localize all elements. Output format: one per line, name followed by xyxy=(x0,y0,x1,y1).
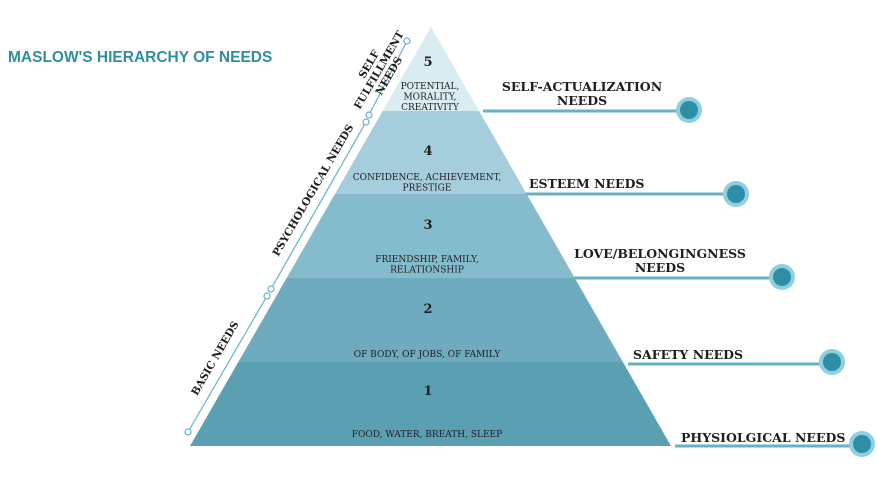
connector-node xyxy=(773,268,791,286)
tier-3-shape xyxy=(286,194,575,278)
need-label-group-1: PHYSIOLGICAL NEEDS xyxy=(675,430,875,457)
tier-description: FOOD, WATER, BREATH, SLEEP xyxy=(352,430,502,440)
connector-node xyxy=(727,185,745,203)
tier-description-line: MORALITY, xyxy=(403,93,456,103)
need-label-line: LOVE/BELONGINGNESS xyxy=(574,246,746,261)
need-label-line: NEEDS xyxy=(557,93,607,108)
tier-description-line: POTENTIAL, xyxy=(401,82,460,92)
tier-description-line: PRESTIGE xyxy=(403,184,452,194)
tier-description-line: CREATIVITY xyxy=(401,103,460,113)
tier-description-line: RELATIONSHIP xyxy=(390,266,464,276)
tier-description: OF BODY, OF JOBS, OF FAMILY xyxy=(354,350,502,360)
tier-description: CONFIDENCE, ACHIEVEMENT,PRESTIGE xyxy=(353,173,501,194)
tier-description-line: CONFIDENCE, ACHIEVEMENT, xyxy=(353,173,501,183)
need-label-line: ESTEEM NEEDS xyxy=(529,176,644,191)
need-label-line: NEEDS xyxy=(635,260,685,275)
group-bracket-line xyxy=(270,121,367,290)
pyramid-tier-2: 2 OF BODY, OF JOBS, OF FAMILY xyxy=(238,278,623,362)
tier-description: POTENTIAL,MORALITY,CREATIVITY xyxy=(401,82,460,113)
tier-description-line: OF BODY, OF JOBS, OF FAMILY xyxy=(354,350,502,360)
bracket-end-dot xyxy=(263,292,271,300)
need-label: PHYSIOLGICAL NEEDS xyxy=(681,430,845,445)
tier-2-shape xyxy=(238,278,623,362)
tier-description: FRIENDSHIP, FAMILY,RELATIONSHIP xyxy=(375,255,479,276)
need-label-group-2: SAFETY NEEDS xyxy=(628,347,845,375)
bracket-end-dot xyxy=(267,285,275,293)
tier-description-line: FOOD, WATER, BREATH, SLEEP xyxy=(352,430,502,440)
tier-description-line: FRIENDSHIP, FAMILY, xyxy=(375,255,479,265)
connector-node xyxy=(823,353,841,371)
tier-4-shape xyxy=(334,111,527,194)
need-label: ESTEEM NEEDS xyxy=(529,176,644,191)
tier-number: 2 xyxy=(423,302,432,317)
bracket-end-dot xyxy=(365,111,373,119)
connector-node xyxy=(680,101,698,119)
need-label-line: SAFETY NEEDS xyxy=(633,347,743,362)
tier-1-shape xyxy=(190,362,671,446)
need-label-line: SELF-ACTUALIZATION xyxy=(502,79,662,94)
tier-number: 1 xyxy=(423,384,432,399)
bracket-end-dot xyxy=(403,37,411,45)
need-label-line: PHYSIOLGICAL NEEDS xyxy=(681,430,845,445)
need-label-group-4: ESTEEM NEEDS xyxy=(526,176,749,207)
tier-5-shape xyxy=(382,27,480,111)
bracket-end-dot xyxy=(362,118,370,126)
tier-number: 4 xyxy=(423,144,432,159)
tier-number: 5 xyxy=(423,55,432,70)
need-label: SAFETY NEEDS xyxy=(633,347,743,362)
connector-node xyxy=(853,435,871,453)
tier-number: 3 xyxy=(423,218,432,233)
page-title: MASLOW'S HIERARCHY OF NEEDS xyxy=(8,49,272,66)
group-bracket-line xyxy=(368,40,408,116)
group-bracket-line xyxy=(187,295,268,433)
bracket-end-dot xyxy=(184,428,192,436)
